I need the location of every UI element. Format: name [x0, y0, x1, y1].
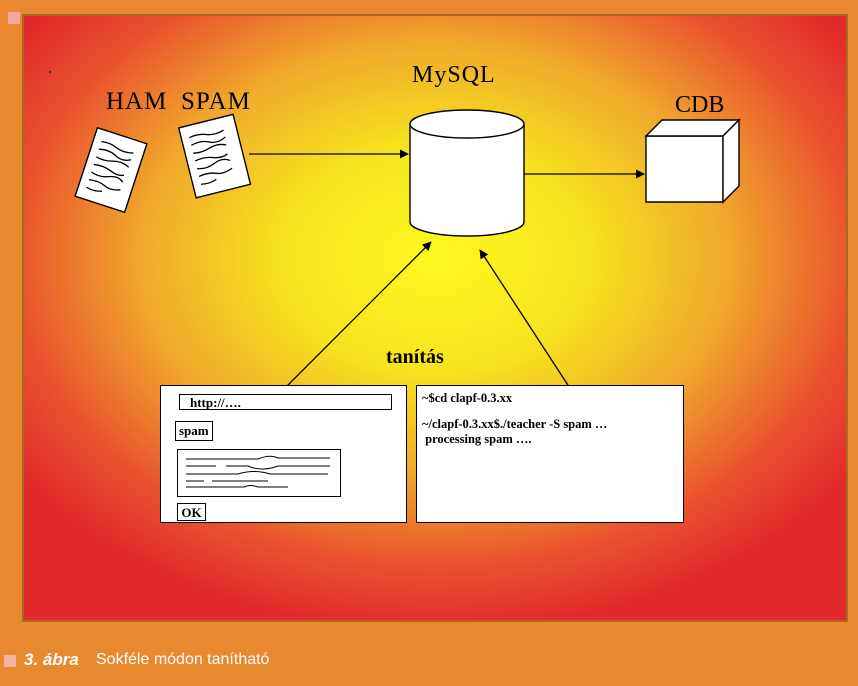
- caption-square-icon: [4, 655, 16, 667]
- message-textarea[interactable]: [177, 449, 341, 497]
- terminal-window: ~$cd clapf-0.3.xx ~/clapf-0.3.xx$./teach…: [416, 385, 684, 523]
- spam-document-icon: [177, 113, 252, 199]
- terminal-line-3: processing spam ….: [422, 432, 532, 446]
- ham-label: HAM: [106, 88, 168, 115]
- terminal-line-2: ~/clapf-0.3.xx$./teacher -S spam …: [422, 417, 608, 431]
- corner-marker: [8, 12, 20, 24]
- spam-button[interactable]: spam: [175, 421, 213, 441]
- arrow-terminal-to-mysql: [479, 249, 578, 400]
- caption-text: Sokféle módon tanítható: [96, 651, 270, 668]
- arrow-webform-to-mysql: [273, 241, 432, 400]
- training-label: tanítás: [386, 346, 444, 368]
- cdb-cube-icon: [644, 118, 741, 204]
- caption-figure-number: 3. ábra: [24, 650, 79, 669]
- figure-caption: 3. ábra Sokféle módon tanítható: [0, 630, 858, 686]
- cdb-label: CDB: [675, 92, 725, 118]
- stray-dot: [49, 71, 51, 73]
- diagram-graphics: [74, 109, 741, 400]
- ok-button[interactable]: OK: [177, 503, 206, 521]
- terminal-line-1: ~$cd clapf-0.3.xx: [422, 391, 513, 405]
- url-input[interactable]: http://….: [179, 394, 392, 410]
- spam-label: SPAM: [181, 88, 251, 115]
- ham-document-icon: [74, 126, 148, 214]
- diagram-frame: HAM SPAM MySQL CDB tanítás: [22, 14, 848, 622]
- message-scribble: [186, 455, 330, 488]
- web-training-form: http://…. spam OK: [160, 385, 407, 523]
- mysql-label: MySQL: [412, 62, 496, 88]
- mysql-database-icon: [409, 109, 525, 237]
